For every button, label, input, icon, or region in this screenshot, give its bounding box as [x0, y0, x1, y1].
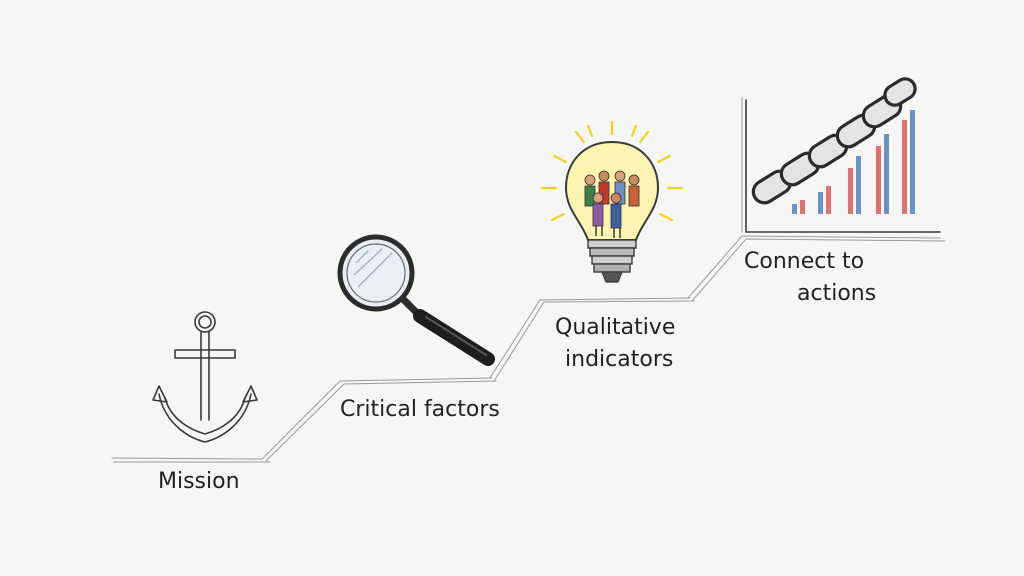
- chain: [751, 77, 917, 205]
- bar-chart: [792, 110, 915, 214]
- step-label-mission: Mission: [158, 469, 240, 494]
- anchor-icon: [152, 311, 258, 443]
- stair-line: [111, 235, 946, 463]
- label-line: Qualitative: [555, 315, 676, 340]
- step-label-qualitative-indicators: Qualitative indicators: [555, 312, 675, 376]
- chain-bar-chart-icon: [741, 77, 941, 233]
- label-line: indicators: [565, 347, 674, 372]
- lightbulb-people-icon: [540, 120, 684, 283]
- label-line: actions: [797, 281, 877, 306]
- step-label-connect-to-actions: Connect to actions: [744, 246, 876, 310]
- label-line: Connect to: [744, 249, 865, 274]
- magnifying-glass-icon: [337, 234, 495, 366]
- step-label-critical-factors: Critical factors: [340, 397, 500, 422]
